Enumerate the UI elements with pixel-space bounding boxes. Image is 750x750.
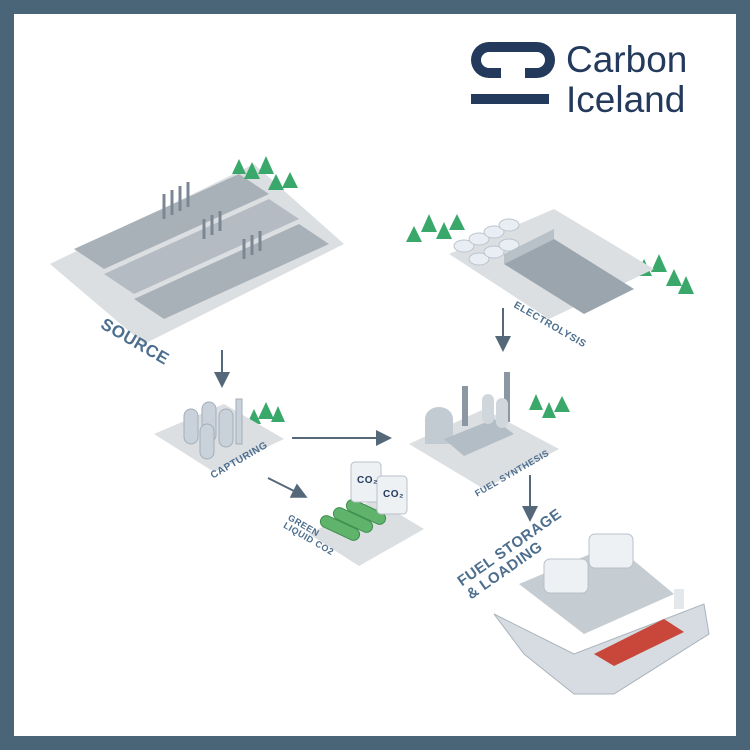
- diagram-illustration: [50, 42, 710, 695]
- brand-line-2: Iceland: [566, 79, 686, 120]
- liquid-co2-storage: [309, 461, 424, 566]
- source-factory: [50, 164, 344, 344]
- brand-line-1: Carbon: [566, 39, 688, 80]
- carbon-iceland-logo-icon: [471, 42, 555, 104]
- co2-tank-label: CO₂: [383, 489, 404, 500]
- electrolysis-plant: [449, 209, 654, 319]
- brand-name: Carbon Iceland: [566, 40, 687, 120]
- trees-icon: [232, 156, 694, 424]
- fuel-storage-and-ship: [493, 533, 710, 695]
- co2-tank-label: CO₂: [357, 475, 378, 486]
- fuel-synthesis-plant: [409, 372, 559, 489]
- capturing-unit: [154, 398, 284, 472]
- process-diagram: Carbon Iceland SOURCE CAPTURING ELECTROL…: [14, 14, 736, 736]
- arrow-capturing-to-co2: [267, 477, 308, 498]
